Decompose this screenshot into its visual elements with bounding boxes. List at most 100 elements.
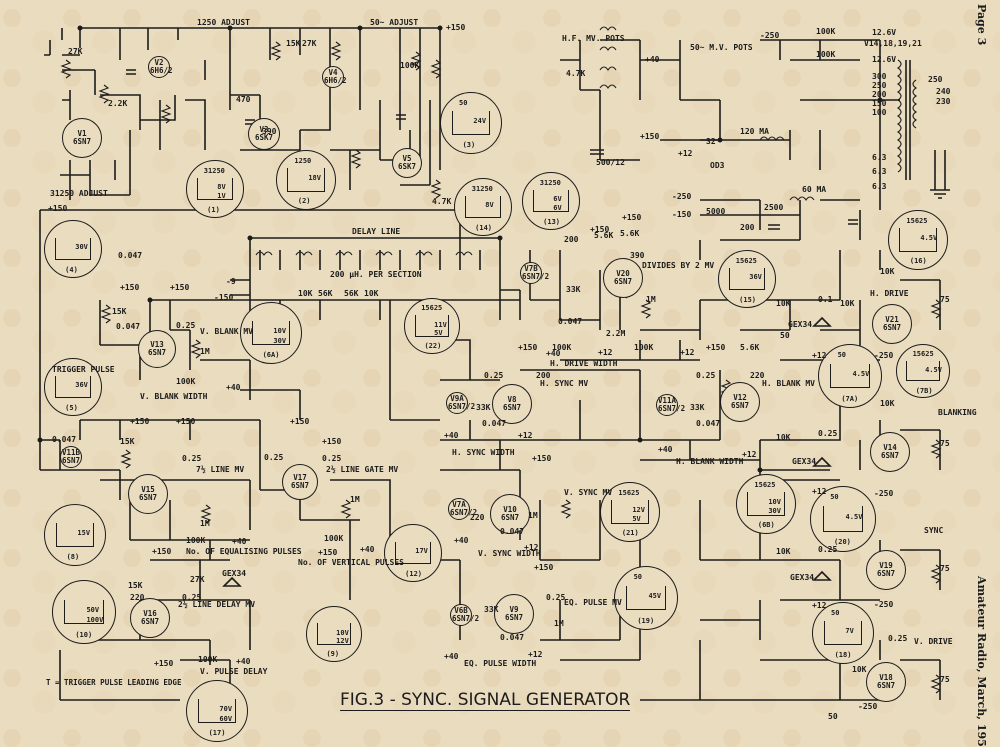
tube-type: 6SN7: [876, 680, 896, 690]
tube-name: V20: [616, 269, 630, 278]
supply-plus150-c: +150: [130, 417, 150, 426]
supply-plus150-h: +150: [322, 437, 342, 446]
supply-plus12-e: +12: [812, 351, 827, 360]
supply-plus150-left: +150: [48, 204, 68, 213]
part-5.6k-a: 5.6K: [620, 229, 640, 238]
waveform-trace: [287, 168, 325, 192]
part-1m-e: 1M: [528, 511, 538, 520]
waveform-scope-w8: 15V(8): [44, 504, 106, 566]
part-0.25-b: 0.25: [182, 454, 202, 463]
label-h-sync-mv: H. SYNC MV: [540, 379, 589, 388]
waveform-freq: 15625: [906, 216, 928, 225]
supply-minus250-c: -250: [874, 600, 894, 609]
supply-minus250-b: -250: [874, 489, 894, 498]
tube-type: 6SK7: [397, 161, 417, 171]
supply-plus40-b: +40: [232, 537, 247, 546]
part-0.25-k: 0.25: [546, 593, 566, 602]
label-31250-adjust: 31250 ADJUST: [50, 189, 108, 198]
waveform-num: (10): [75, 630, 93, 639]
part-50-a: 50: [780, 331, 790, 340]
tube-v13: [138, 330, 176, 368]
supply-tap-100: 100: [872, 108, 887, 117]
tube-type: 6SN7/2: [452, 613, 480, 623]
part-1m-b: 1M: [200, 519, 210, 528]
supply-plus40-c: +40: [236, 657, 251, 666]
part-100k-g: 100K: [634, 343, 654, 352]
waveform-trace: [465, 195, 501, 219]
supply-plus12-b: +12: [680, 348, 695, 357]
diodes: [222, 316, 832, 587]
part-400: 390: [630, 251, 645, 260]
supply-plus150-b: +150: [170, 283, 190, 292]
part-0.25-a: 0.25: [176, 321, 196, 330]
waveform-trace: [533, 189, 569, 213]
part-10k-g: 10K: [776, 433, 791, 442]
waveform-a: 6V: [553, 195, 562, 204]
tube-type: 6SN7: [62, 455, 81, 465]
supply-plus150-f: +150: [154, 659, 174, 668]
part-0.047-a: 0.047: [118, 251, 143, 260]
supply-plus150-a: +150: [120, 283, 140, 292]
label-vertical-pulses: No. OF VERTICAL PULSES: [298, 558, 404, 567]
tube-type: 6SN7: [147, 347, 167, 357]
label-50-mv-pots: 50~ M.V. POTS: [690, 43, 753, 52]
waveform-trace: [611, 500, 649, 524]
part-75-a: 75: [940, 295, 950, 304]
tube-type: 6SK7: [254, 132, 274, 142]
waveform-freq: 1250: [294, 156, 312, 165]
supply-choke-60ma: 60 MA: [802, 185, 827, 194]
part-0.047-d: 0.047: [482, 419, 507, 428]
supply-plus40-e: +40: [546, 349, 561, 358]
tube-name: V13: [150, 340, 164, 349]
part-100k-e: 100K: [324, 534, 344, 543]
part-33k-d: 33K: [484, 605, 499, 614]
waveform-num: (1): [207, 205, 220, 214]
tube-v11b: [60, 446, 82, 468]
supply-cap-32: 32: [706, 137, 716, 146]
waveform-a: 4.5V: [925, 365, 942, 374]
supply-plus150-e: +150: [152, 547, 172, 556]
waveform-a: 36V: [75, 381, 88, 390]
waveform-num: (7A): [841, 394, 859, 403]
supply-plus12-f: +12: [812, 487, 827, 496]
label-eq-pulse-mv: EQ. PULSE MV: [564, 598, 622, 607]
waveform-b: 30V: [768, 507, 781, 516]
waveform-num: (12): [405, 569, 423, 578]
label-h-blank-mv: H. BLANK MV: [762, 379, 815, 388]
waveform-a: 70V: [219, 705, 233, 713]
part-5.6k-b: 5.6K: [594, 231, 614, 240]
part-75-c: 75: [940, 564, 950, 573]
part-15k-d: 15K: [128, 581, 143, 590]
tube-name: V11A: [658, 396, 677, 405]
tube-type: 6SN7: [502, 402, 522, 412]
tube-v9a: [446, 392, 468, 414]
supply-minus150-left: -150: [214, 293, 234, 302]
tube-name: V17: [293, 473, 307, 482]
tube-type: 6SN7: [138, 492, 158, 502]
part-0.25-f: 0.25: [484, 371, 504, 380]
tube-v12: [720, 382, 760, 422]
tube-name: V19: [879, 561, 893, 570]
label-v-blank-mv: V. BLANK MV: [200, 327, 253, 336]
tube-v10: [490, 494, 530, 534]
label-2half-line-delay-mv: 2½ LINE DELAY MV: [178, 600, 256, 609]
waveform-freq: 31250: [203, 166, 225, 175]
tube-v5: [392, 148, 422, 178]
tube-name: V14: [883, 443, 897, 452]
label-equalising-pulses: No. OF EQUALISING PULSES: [186, 547, 302, 556]
part-27k-a: 27K: [68, 47, 83, 56]
waveform-b: 12V: [336, 637, 349, 646]
